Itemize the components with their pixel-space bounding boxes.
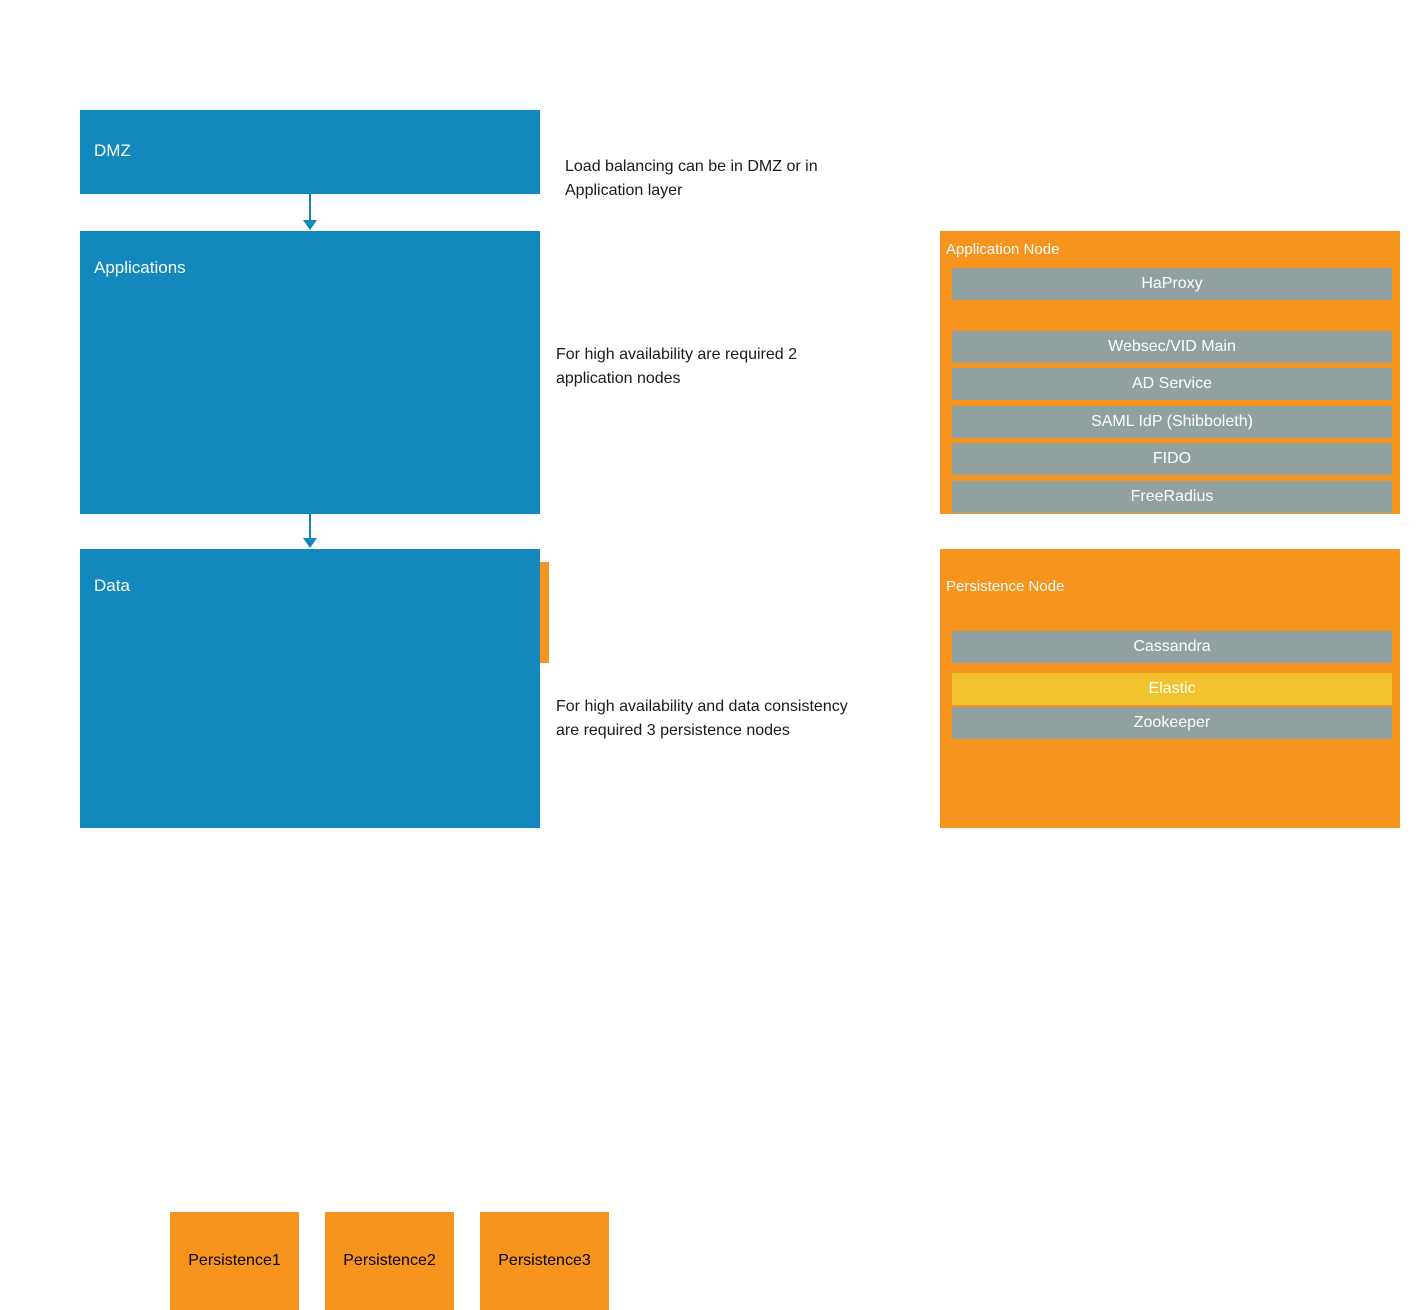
zone-applications[interactable]: Applications Web1 Web2 [80,231,549,663]
service-bar-label: SAML IdP (Shibboleth) [1091,413,1253,430]
note-application-ha: For high availability are required 2 app… [556,346,798,387]
service-bar-ad-service[interactable]: AD Service [952,368,1392,400]
note-load-balancing: Load balancing can be in DMZ or in Appli… [565,158,818,199]
panel-application-node[interactable]: Application Node HaProxy Websec/VID Main… [940,231,1400,514]
arrow-applications-to-data [303,514,317,549]
service-bar-elastic[interactable]: Elastic [952,673,1392,705]
service-bar-fido[interactable]: FIDO [952,443,1392,475]
service-bar-label: AD Service [1131,375,1213,392]
service-bar-zookeeper[interactable]: Zookeeper [952,707,1392,739]
service-bar-label: FIDO [1152,450,1192,467]
box-persistence2[interactable]: Persistence2 [325,1212,454,1310]
panel-persistence-node[interactable]: Persistence Node Cassandra Elastic Zooke… [940,549,1400,828]
box-persistence3[interactable]: Persistence3 [480,1212,609,1310]
box-persistence1[interactable]: Persistence1 [170,1212,299,1310]
service-bar-saml-idp-shibboleth[interactable]: SAML IdP (Shibboleth) [952,406,1392,438]
box-persistence1-label: Persistence1 [188,1252,281,1269]
service-bar-label: Websec/VID Main [1108,338,1236,355]
zone-dmz-label: DMZ [94,141,131,160]
arrow-head-icon [303,220,317,230]
service-bar-label: Elastic [1148,680,1196,697]
arrow-dmz-to-applications [303,194,317,231]
zone-data-label: Data [94,576,130,595]
diagram-canvas: DMZ WAF Applications Web1 Web2 Data Pers… [80,110,1400,1310]
panel-application-node-label: Application Node [946,241,1060,258]
zone-dmz[interactable]: DMZ WAF [80,110,540,284]
zone-data[interactable]: Data Persistence1 Persistence2 Persisten… [80,549,609,1310]
service-bar-label: FreeRadius [1130,488,1214,505]
box-persistence3-label: Persistence3 [498,1252,591,1269]
zone-applications-label: Applications [94,258,186,277]
arrow-shaft [309,194,311,221]
box-persistence2-label: Persistence2 [343,1252,436,1269]
service-bar-label: HaProxy [1141,275,1203,292]
service-bar-label: Zookeeper [1133,714,1211,731]
panel-persistence-node-label: Persistence Node [946,578,1065,595]
service-bar-haproxy[interactable]: HaProxy [952,268,1392,300]
service-bar-cassandra[interactable]: Cassandra [952,631,1392,663]
service-bar-label: Cassandra [1133,638,1211,655]
arrow-head-icon [303,538,317,548]
note-persistence-ha: For high availability and data consisten… [556,698,848,739]
arrow-shaft [309,514,311,539]
service-bar-websec-vid-main[interactable]: Websec/VID Main [952,331,1392,363]
service-bar-freeradius[interactable]: FreeRadius [952,481,1392,513]
